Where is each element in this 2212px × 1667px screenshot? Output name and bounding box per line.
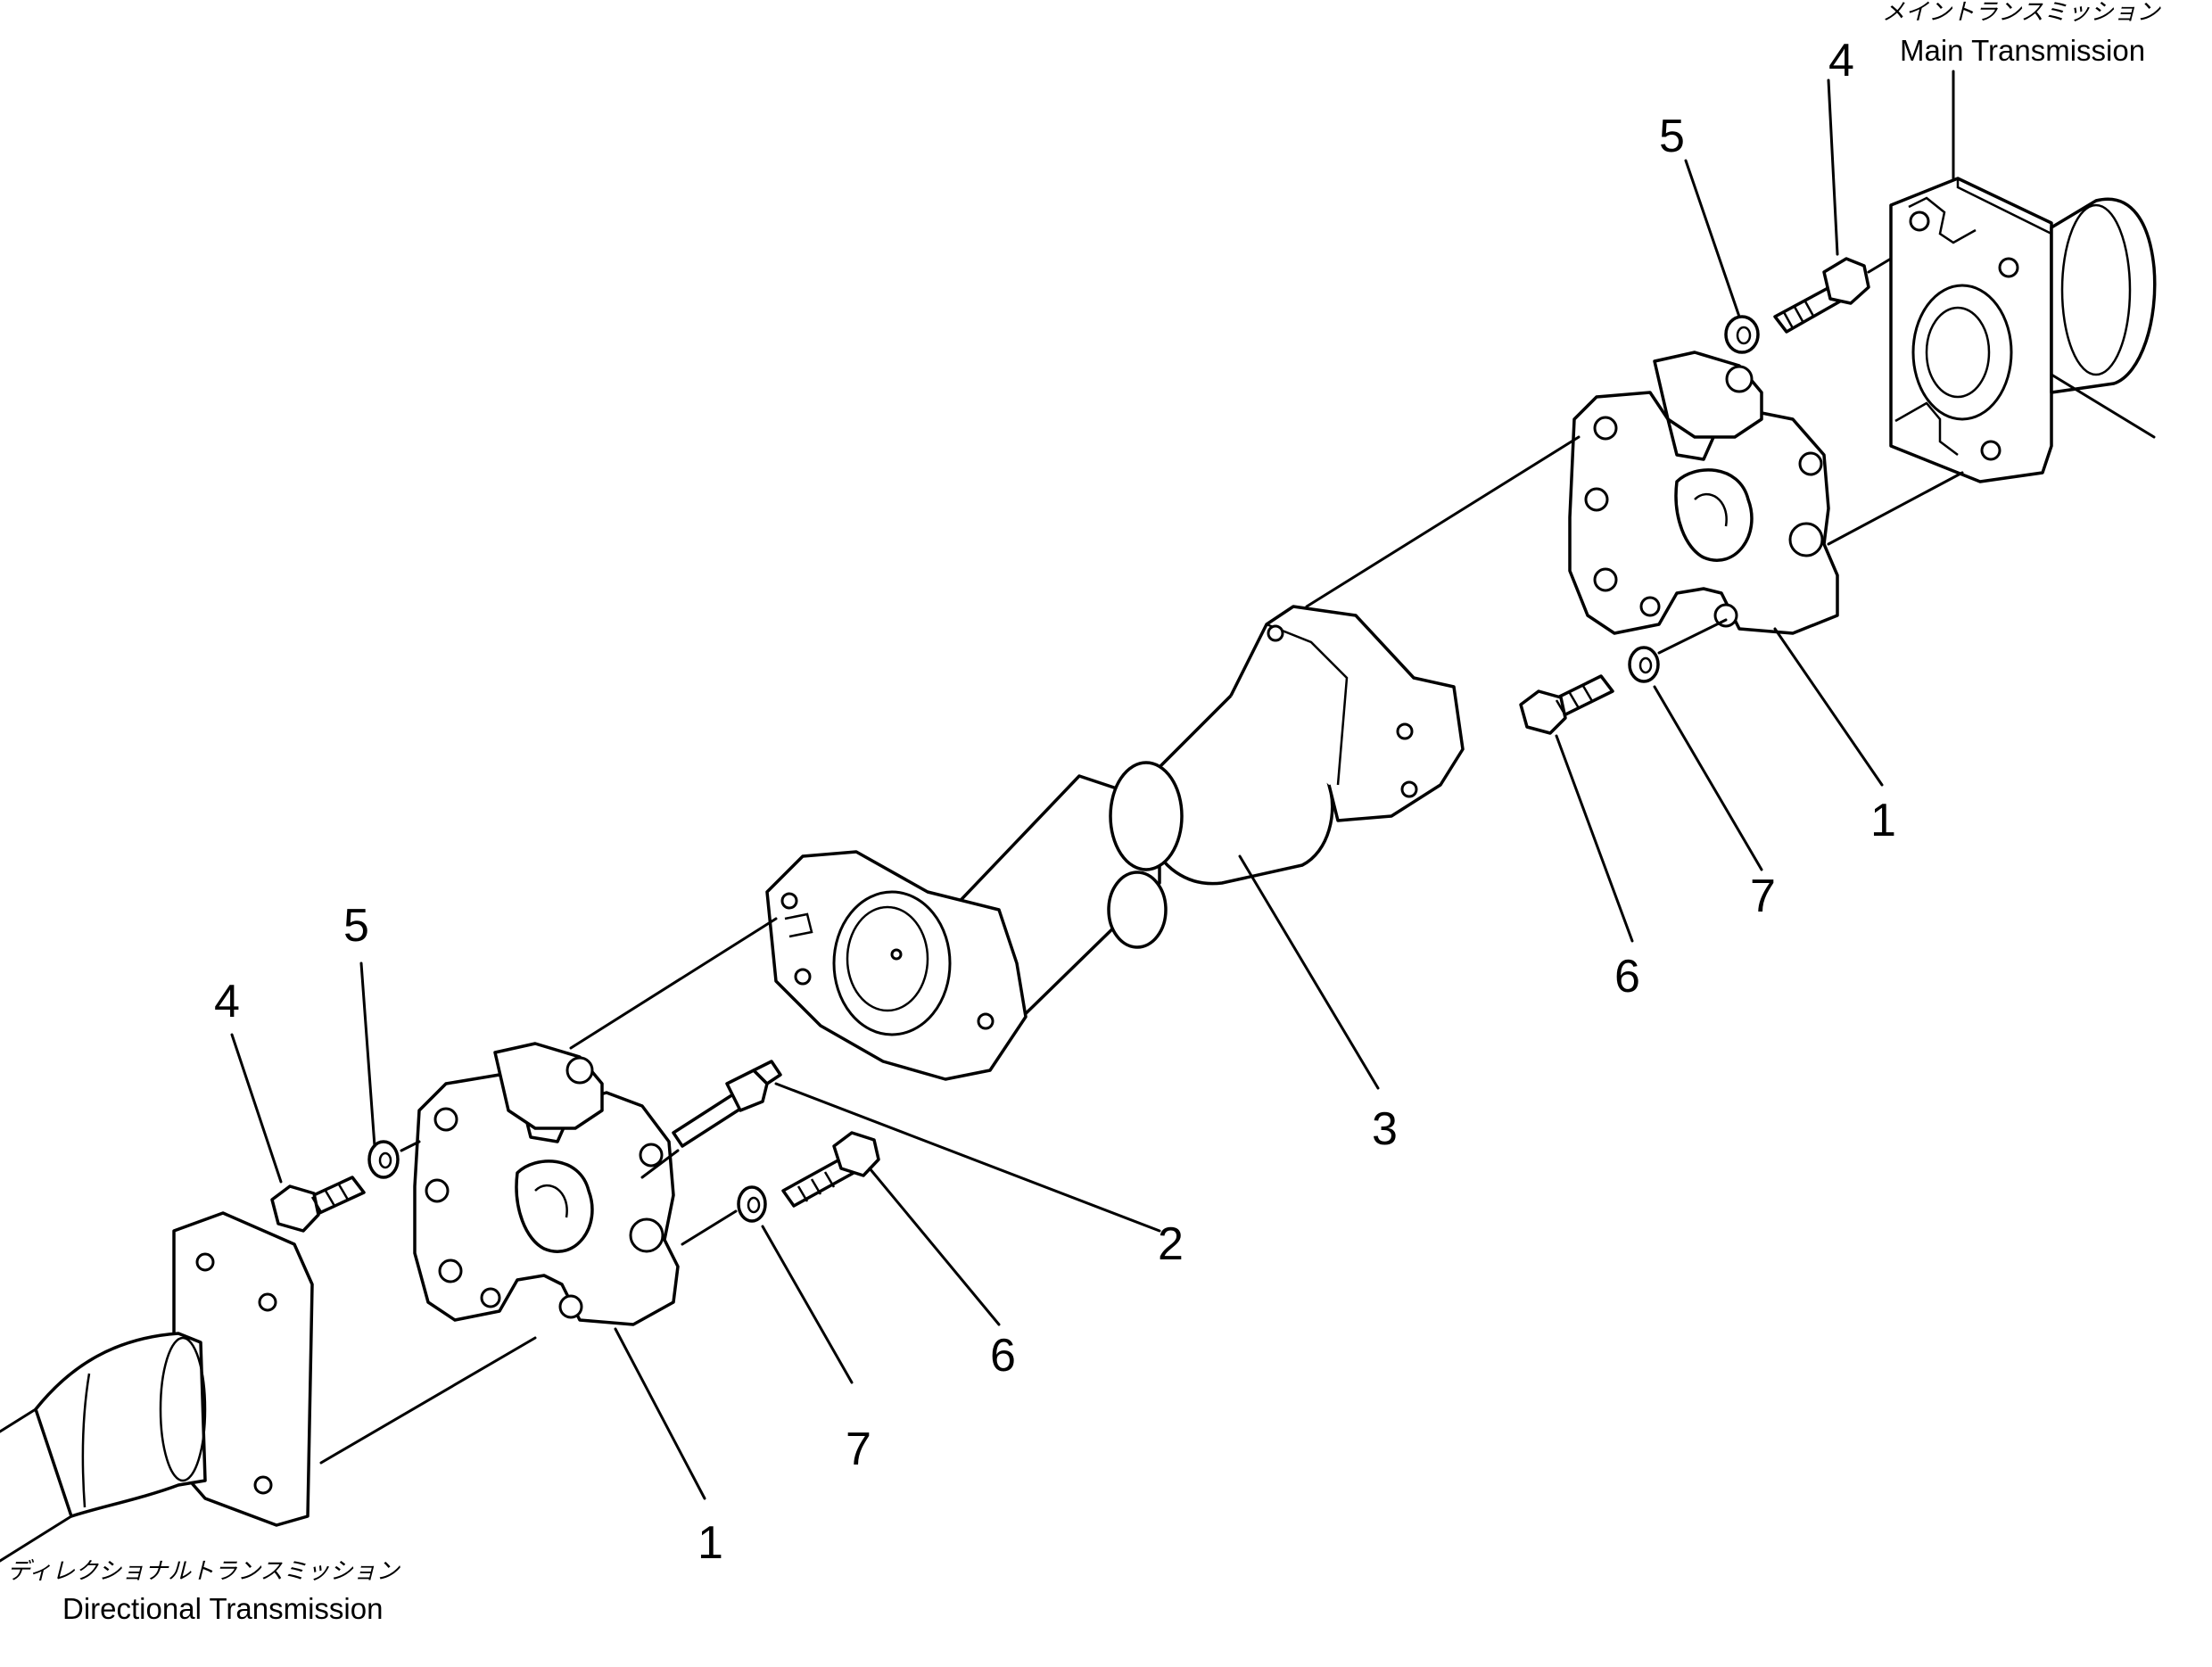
callout-7-left: 7 <box>846 1424 871 1475</box>
bolt-4-upper <box>1773 257 1870 334</box>
bolt-4-left <box>270 1176 366 1233</box>
grease-fitting-2 <box>672 1060 782 1148</box>
universal-joint-spider-left <box>413 1042 680 1326</box>
bolt-6-right <box>1519 674 1614 735</box>
callout-6-left: 6 <box>990 1330 1016 1382</box>
main-transmission-flange <box>1889 70 2157 483</box>
bolt-6-left <box>781 1131 880 1208</box>
flange-yoke-middle <box>765 850 1028 1081</box>
main-transmission-caption-jp: メイントランスミッション <box>1882 0 2161 26</box>
washer-5-upper <box>1724 315 1760 354</box>
callout-3: 3 <box>1372 1103 1398 1155</box>
callout-4-left: 4 <box>214 976 240 1027</box>
directional-transmission-flange <box>0 1211 314 1563</box>
universal-joint-spider-right <box>1568 351 1839 635</box>
directional-transmission-caption-en: Directional Transmission <box>62 1592 383 1625</box>
leader-lines <box>230 78 1884 1500</box>
callout-5-upper: 5 <box>1659 111 1685 162</box>
slip-yoke-shaft <box>1149 605 1465 886</box>
callout-5-left: 5 <box>343 900 369 952</box>
washer-7-left <box>737 1185 767 1223</box>
callout-1-left: 1 <box>697 1517 723 1569</box>
callout-4-upper: 4 <box>1828 35 1854 87</box>
callout-7-right: 7 <box>1750 871 1776 922</box>
directional-transmission-caption-jp: ディレクショナルトランスミッション <box>7 1558 401 1585</box>
callout-1-right: 1 <box>1870 795 1896 846</box>
callout-6-right: 6 <box>1614 951 1640 1003</box>
washer-7-right <box>1628 646 1660 683</box>
callout-2: 2 <box>1158 1218 1184 1270</box>
washer-5-left <box>367 1140 400 1179</box>
main-transmission-caption-en: Main Transmission <box>1900 34 2145 67</box>
assembly-axis-lines <box>319 257 1964 1465</box>
